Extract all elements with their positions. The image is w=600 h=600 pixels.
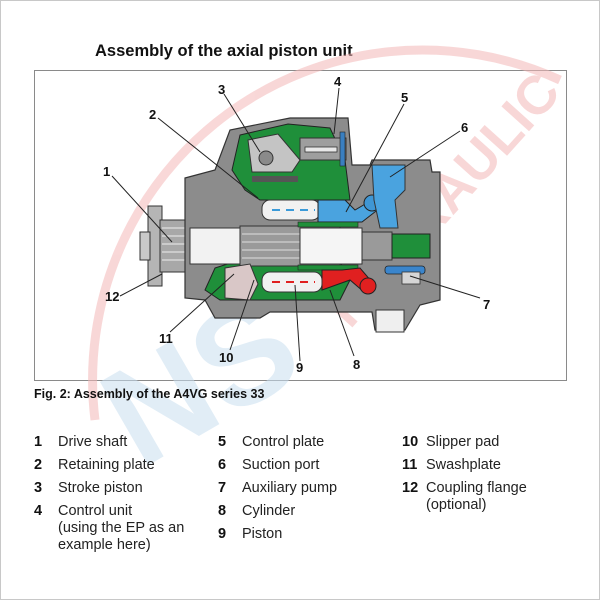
callout-4: 4	[334, 74, 342, 89]
callout-10: 10	[219, 350, 233, 365]
legend-number: 10	[402, 434, 419, 450]
leader-5	[345, 103, 405, 213]
legend-item: 5 Control plate	[218, 431, 337, 454]
leader-7	[409, 275, 481, 299]
legend-number: 7	[218, 480, 227, 496]
leader-2	[157, 117, 259, 199]
leader-10	[229, 279, 255, 351]
leader-lines	[111, 87, 481, 362]
leader-4	[333, 87, 340, 135]
callout-5: 5	[401, 90, 408, 105]
callout-6: 6	[461, 120, 468, 135]
legend-item: 10 Slipper pad	[402, 431, 527, 454]
callout-3: 3	[218, 82, 225, 97]
legend-label: Slipper pad	[426, 434, 500, 450]
legend-label: Control plate	[242, 434, 325, 450]
legend-label: Coupling flange (optional)	[426, 480, 527, 513]
legend-label: Cylinder	[242, 503, 296, 519]
legend-column-1: 1 Drive shaft 2 Retaining plate 3 Stroke pi…	[34, 431, 184, 554]
legend-item: 11 Swashplate	[402, 454, 527, 477]
legend-number: 2	[34, 457, 43, 473]
legend-number: 12	[402, 480, 419, 496]
pump-housing	[184, 117, 441, 333]
coupling-flange	[139, 205, 191, 287]
callout-11: 11	[159, 331, 173, 346]
legend-item: 2 Retaining plate	[34, 454, 184, 477]
leader-9	[294, 284, 301, 362]
figure-title: Assembly of the axial piston unit	[95, 42, 353, 60]
legend-label: Swashplate	[426, 457, 501, 473]
legend-number: 1	[34, 434, 43, 450]
legend-label: Piston	[242, 526, 283, 542]
legend-item: 4 Control unit (using the EP as an exampl…	[34, 500, 184, 554]
legend-number: 5	[218, 434, 227, 450]
legend-column-3: 10 Slipper pad 11 Swashplate 12 Coupling fl…	[402, 431, 527, 514]
legend-label: Stroke piston	[58, 480, 143, 496]
callout-8: 8	[353, 357, 360, 372]
watermark-arc	[88, 45, 562, 421]
legend-number: 8	[218, 503, 227, 519]
legend-label: Suction port	[242, 457, 320, 473]
callout-2: 2	[149, 107, 156, 122]
leader-11	[169, 273, 235, 333]
legend-item: 1 Drive shaft	[34, 431, 184, 454]
legend-item: 8 Cylinder	[218, 500, 337, 523]
leader-1	[111, 175, 173, 243]
callout-7: 7	[483, 297, 490, 312]
figure-caption: Fig. 2: Assembly of the A4VG series 33	[34, 387, 265, 401]
legend-item: 3 Stroke piston	[34, 477, 184, 500]
legend-label: Retaining plate	[58, 457, 155, 473]
legend-item: 12 Coupling flange (optional)	[402, 477, 527, 514]
legend-number: 4	[34, 503, 43, 519]
leader-6	[389, 130, 461, 178]
legend-label: Auxiliary pump	[242, 480, 338, 496]
leader-12	[119, 273, 163, 297]
leader-8	[329, 289, 355, 357]
legend-number: 3	[34, 480, 43, 496]
leader-3	[223, 93, 261, 153]
legend-number: 6	[218, 457, 227, 473]
legend-item: 6 Suction port	[218, 454, 337, 477]
legend-column-2: 5 Control plate 6 Suction port 7 Auxiliary …	[218, 431, 337, 546]
legend-label: Drive shaft	[58, 434, 128, 450]
callouts: 1 2 3 4 5 6 7 8 9 10 11 12	[103, 74, 490, 375]
legend-item: 7 Auxiliary pump	[218, 477, 337, 500]
legend-item: 9 Piston	[218, 523, 337, 546]
legend-label: Control unit (using the EP as an example…	[58, 503, 185, 553]
callout-1: 1	[103, 164, 110, 179]
legend-number: 9	[218, 526, 227, 542]
callout-12: 12	[105, 289, 119, 304]
callout-9: 9	[296, 360, 303, 375]
legend-number: 11	[402, 457, 418, 473]
